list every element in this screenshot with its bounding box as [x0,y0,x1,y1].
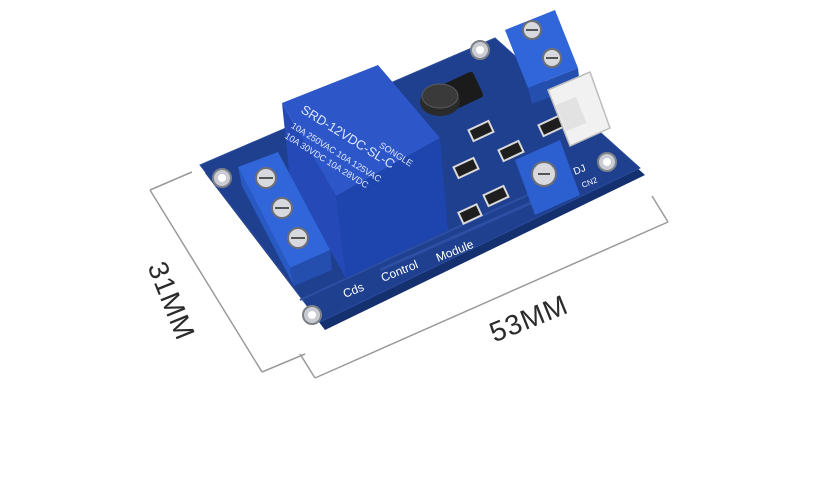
silk-label-dj: DJ [572,163,587,178]
capacitor [420,83,460,116]
terminal-block-left [238,152,332,286]
height-dimension-line [149,189,263,373]
terminal-block-right [505,10,580,104]
width-dimension-line [314,221,669,379]
height-tick-bottom [261,353,306,373]
white-connector [547,70,611,148]
width-tick-left [299,353,316,379]
dimension-lines [149,171,669,379]
relay: SRD-12VDC-SL-C 10A 250VAC 10A 125VAC 10A… [282,65,448,278]
height-tick-top [149,171,193,191]
width-tick-right [651,195,669,223]
potentiometer [515,140,580,215]
